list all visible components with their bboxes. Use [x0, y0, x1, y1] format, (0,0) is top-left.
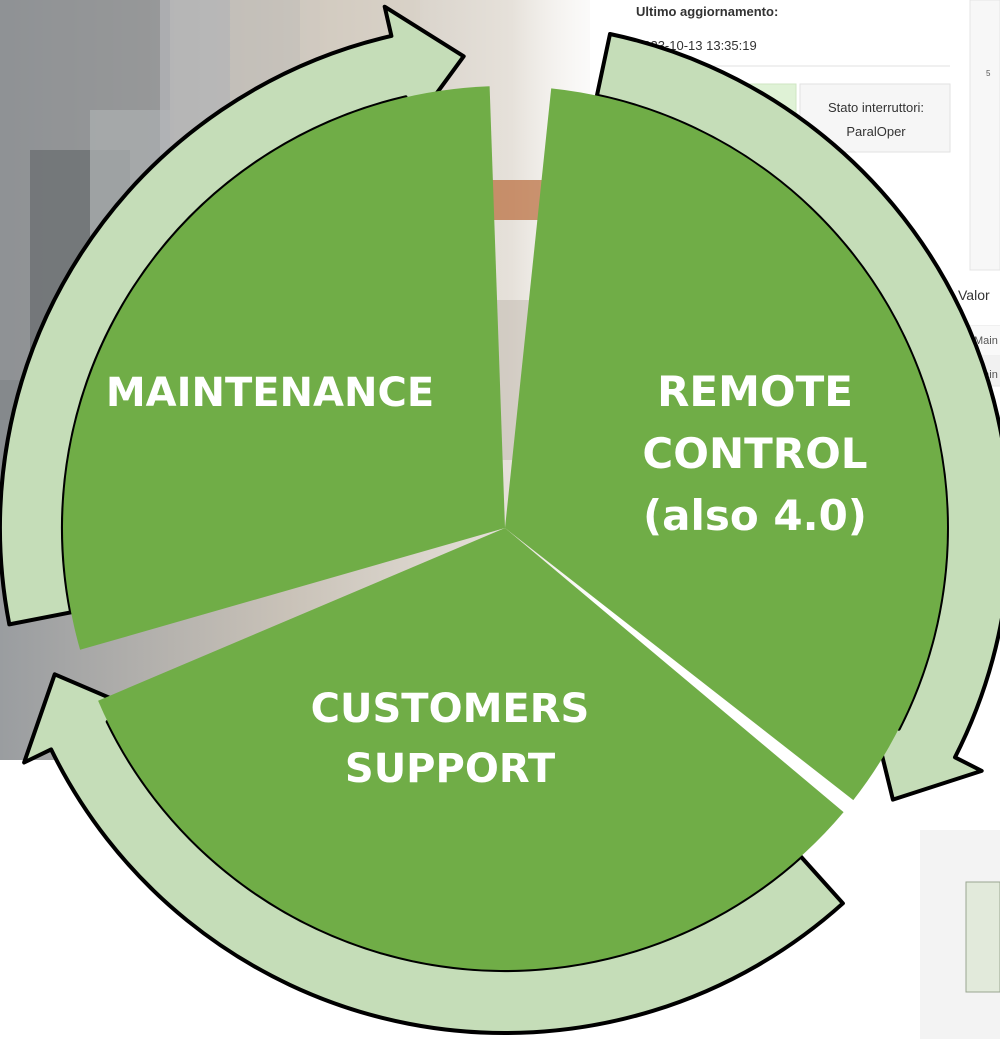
values-heading-fragment: Valor [958, 287, 990, 303]
segment-label-remote: REMOTE CONTROL (also 4.0) [642, 367, 867, 540]
last-update-label: Ultimo aggiornamento: [636, 4, 778, 19]
segment-label-line: CUSTOMERS [311, 686, 590, 732]
switch-state-value: ParalOper [846, 124, 906, 139]
segment-label-line: CONTROL [642, 429, 867, 478]
table-row-fragment: Main [974, 335, 998, 347]
segment-support [98, 528, 844, 971]
segment-maintenance [62, 86, 506, 650]
segment-label-line: SUPPORT [345, 746, 556, 792]
switch-state-label: Stato interruttori: [828, 100, 924, 115]
segment-label-support: CUSTOMERS SUPPORT [311, 686, 590, 792]
segment-label-line: (also 4.0) [643, 491, 867, 540]
segment-label-line: MAINTENANCE [106, 370, 434, 416]
segment-remote [505, 88, 947, 801]
segment-label-maintenance: MAINTENANCE [106, 370, 434, 416]
segment-label-line: REMOTE [657, 367, 853, 416]
cycle-arrow-maintenance [0, 4, 466, 627]
panel-small-digit: 5 [986, 69, 991, 78]
